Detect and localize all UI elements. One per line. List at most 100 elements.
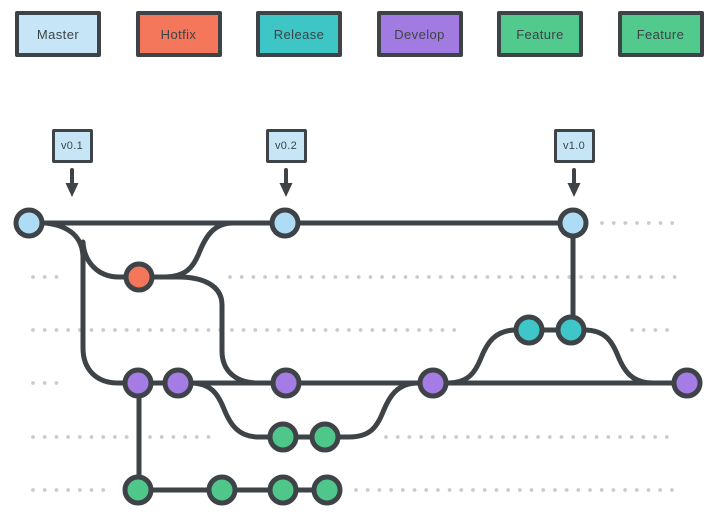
lane-guide-dot	[649, 275, 654, 279]
lane-guide-dot	[532, 275, 537, 279]
lane-guide-dot	[611, 221, 616, 225]
legend-label: Feature	[516, 26, 564, 42]
lane-guide-dot	[670, 488, 674, 492]
lane-guide-dot	[547, 435, 552, 439]
lane-guide-dot	[629, 435, 634, 439]
legend-box-release-2: Release	[256, 11, 342, 57]
lane-guide-dot	[377, 488, 382, 492]
lane-guide-dot	[263, 275, 267, 279]
lane-guide-dot	[641, 435, 646, 439]
lane-guide-dot	[501, 435, 505, 439]
lane-guide-dot	[311, 328, 316, 332]
lane-guide-dot	[430, 435, 435, 439]
lane-guide-dot	[321, 275, 326, 279]
lane-guide-dot	[497, 275, 501, 279]
lane-guide-dot	[300, 328, 304, 332]
lane-guide-dot	[658, 221, 663, 225]
edge-hotfix-merge-into-master	[136, 220, 236, 280]
lane-guide-dot	[54, 328, 59, 332]
lane-guide-dot	[323, 328, 328, 332]
version-tag-v1.0: v1.0	[553, 129, 595, 163]
lane-guide-dot	[672, 275, 677, 279]
lane-guide-dot	[424, 488, 429, 492]
version-tag-v0.1: v0.1	[51, 129, 93, 163]
lane-guide-dot	[42, 381, 47, 385]
lane-guide-dot	[391, 275, 396, 279]
lane-guide-dot	[658, 488, 663, 492]
lane-guide-dot	[524, 435, 529, 439]
commit-node-feature	[311, 474, 343, 506]
lane-guide-dot	[368, 275, 373, 279]
lane-guide-dot	[567, 275, 572, 279]
lane-guide-dot	[594, 435, 599, 439]
lane-guide-dot	[365, 488, 370, 492]
legend-box-feature-5: Feature	[617, 11, 704, 57]
lane-guide-dot	[623, 488, 627, 492]
commit-node-develop	[162, 367, 194, 399]
lane-guide-dot	[536, 435, 540, 439]
commit-node-feature	[122, 474, 154, 506]
lane-guide-dot	[89, 488, 94, 492]
lane-guide-dot	[389, 488, 393, 492]
lane-guide-dot	[541, 488, 546, 492]
lane-guide-dot	[159, 435, 164, 439]
legend-box-hotfix-1: Hotfix	[135, 11, 222, 57]
lane-guide-dot	[579, 275, 583, 279]
commit-node-master	[13, 207, 45, 239]
version-tag-v0.2: v0.2	[265, 129, 307, 163]
lane-guide-dot	[576, 488, 581, 492]
edge-release-merge-into-develop	[568, 327, 689, 386]
lane-guide-dot	[419, 435, 423, 439]
commit-node-develop	[122, 367, 154, 399]
lane-guide-dot	[354, 488, 358, 492]
lane-guide-dot	[452, 328, 457, 332]
lane-guide-dot	[447, 488, 452, 492]
lane-guide-dot	[466, 435, 470, 439]
lane-guide-dot	[529, 488, 534, 492]
lane-guide-dot	[31, 435, 35, 439]
edge-feature1-merge-into-develop	[322, 380, 421, 440]
lane-guide-dot	[124, 435, 129, 439]
lane-guide-dot	[335, 328, 340, 332]
lane-guide-dot	[393, 328, 398, 332]
lane-guide-dot	[42, 488, 47, 492]
lane-guide-dot	[403, 275, 408, 279]
edge-hotfix-merge-into-develop	[163, 274, 261, 386]
lane-guide-dot	[489, 435, 494, 439]
lane-guide-dot	[462, 275, 466, 279]
lane-guide-dot	[42, 328, 47, 332]
lane-guide-dot	[482, 488, 487, 492]
lane-guide-dot	[641, 328, 646, 332]
commit-node-release	[513, 314, 545, 346]
commit-node-develop	[671, 367, 703, 399]
legend-label: Release	[273, 26, 325, 42]
version-tag-label: v0.2	[275, 140, 297, 152]
lane-guide-dot	[588, 488, 592, 492]
commit-node-feature	[267, 421, 299, 453]
lane-guide-dot	[646, 221, 651, 225]
lane-guide-dot	[253, 328, 258, 332]
legend-label: Feature	[636, 26, 685, 42]
lane-guide-dot	[415, 275, 420, 279]
commit-node-hotfix	[123, 261, 155, 293]
lane-guide-dot	[136, 328, 141, 332]
lane-guide-dot	[417, 328, 421, 332]
lane-guide-dot	[508, 275, 513, 279]
lane-guide-dot	[31, 381, 35, 385]
lane-guide-dot	[77, 488, 82, 492]
lane-guide-dot	[555, 275, 560, 279]
edge-develop-branch-from-master	[43, 220, 143, 386]
lane-guide-dot	[661, 275, 665, 279]
lane-guide-dot	[427, 275, 431, 279]
lane-guide-dot	[356, 275, 361, 279]
lane-guide-dot	[194, 328, 199, 332]
commit-node-develop	[417, 367, 449, 399]
lane-guide-dot	[171, 328, 176, 332]
legend-box-feature-4: Feature	[497, 11, 583, 57]
lane-guide-dot	[407, 435, 412, 439]
lane-guide-dot	[31, 328, 35, 332]
lane-guide-dot	[412, 488, 417, 492]
lane-guide-dot	[564, 488, 569, 492]
tag-arrow-head-icon	[279, 183, 293, 197]
lane-guide-dot	[653, 435, 657, 439]
